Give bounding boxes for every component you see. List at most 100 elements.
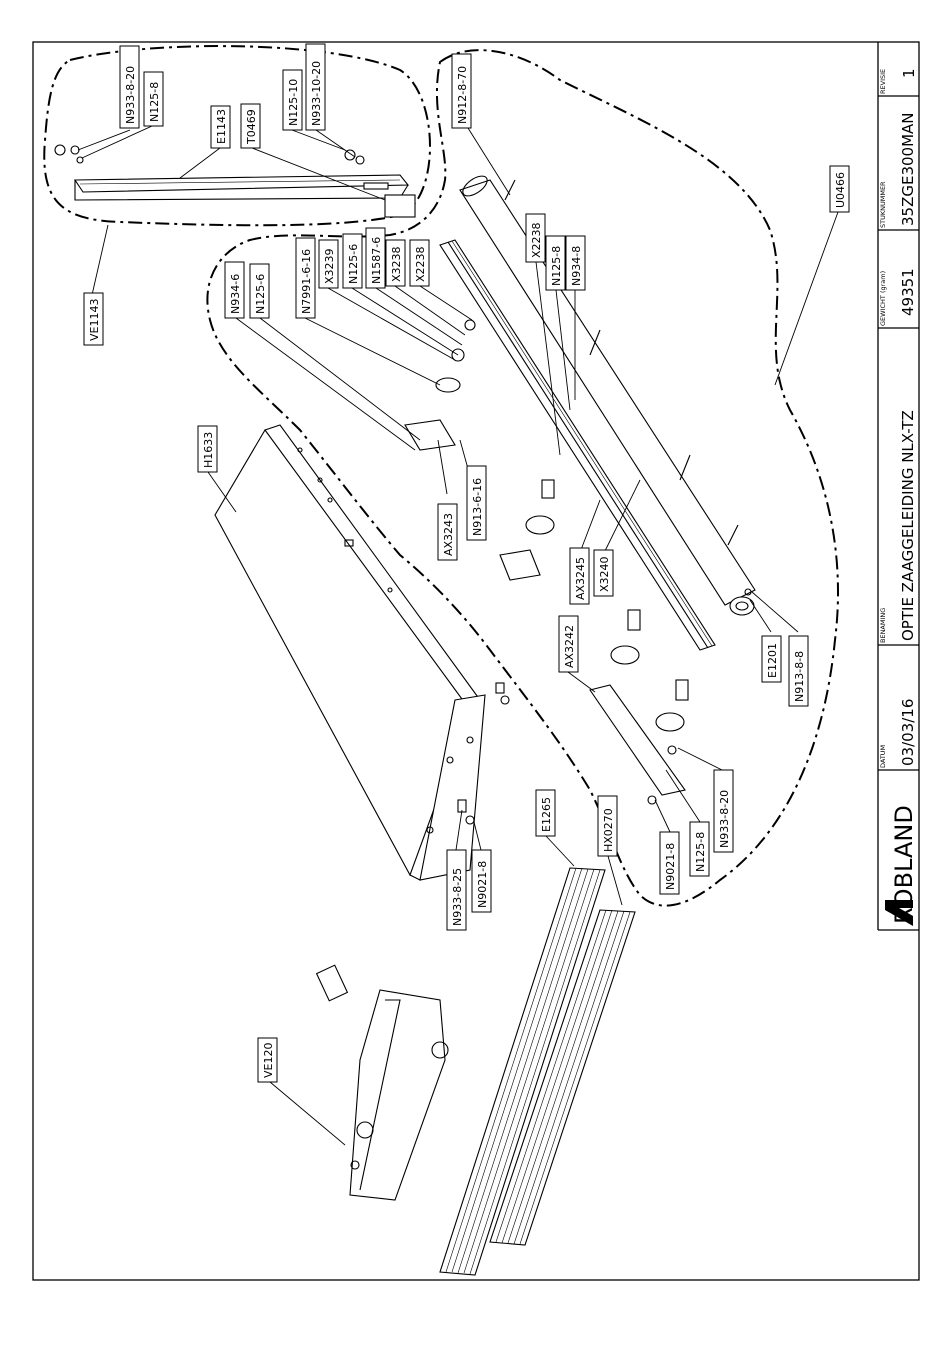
label-x2238-right: X2238 xyxy=(525,213,546,263)
benaming-label: BENAMING xyxy=(879,608,887,643)
svg-text:N933-8-20: N933-8-20 xyxy=(718,790,731,848)
svg-text:N933-10-20: N933-10-20 xyxy=(310,61,323,126)
label-e1265: E1265 xyxy=(535,789,556,837)
svg-text:N912-8-70: N912-8-70 xyxy=(456,66,469,124)
datum-label: DATUM xyxy=(879,745,887,768)
benaming-value: OPTIE ZAAGGELEIDING NLX-TZ xyxy=(899,410,917,641)
svg-text:X2238: X2238 xyxy=(414,246,427,282)
part-x3240-profile xyxy=(439,239,716,651)
label-n125-6-right: N125-6 xyxy=(342,233,363,289)
label-ax3245: AX3245 xyxy=(569,547,590,605)
svg-text:N125-6: N125-6 xyxy=(254,274,267,314)
part-ax3243-bracket xyxy=(404,319,476,451)
svg-text:N1587-6: N1587-6 xyxy=(370,237,383,284)
label-h1633: H1633 xyxy=(197,425,218,473)
revisie-value: 1 xyxy=(900,68,918,78)
svg-text:N9021-8: N9021-8 xyxy=(664,843,677,890)
label-x2238-left: X2238 xyxy=(409,239,430,287)
label-x3240: X3240 xyxy=(593,549,614,597)
label-hx0270: HX0270 xyxy=(597,795,618,857)
label-n125-8-mid: N125-8 xyxy=(545,235,566,291)
title-block: ROBLAND DATUM 03/03/16 BENAMING OPTIE ZA… xyxy=(877,42,919,931)
label-n9021-8-lower: N9021-8 xyxy=(471,849,492,913)
svg-text:X2238: X2238 xyxy=(530,222,543,258)
svg-text:T0469: T0469 xyxy=(245,109,258,145)
svg-text:N933-8-25: N933-8-25 xyxy=(451,868,464,926)
svg-text:VE120: VE120 xyxy=(262,1043,275,1078)
gewicht-label: GEWICHT (gram) xyxy=(879,271,887,326)
label-ve120: VE120 xyxy=(257,1037,278,1083)
svg-text:N913-6-16: N913-6-16 xyxy=(471,478,484,536)
drawing-frame xyxy=(32,41,920,1281)
svg-text:N934-6: N934-6 xyxy=(229,274,242,314)
robland-logo xyxy=(885,900,913,926)
part-ve120-carriage xyxy=(315,964,449,1201)
label-n1587-6: N1587-6 xyxy=(365,227,386,289)
label-ax3242: AX3242 xyxy=(558,615,579,673)
label-n125-10: N125-10 xyxy=(282,69,303,131)
label-u0466: U0466 xyxy=(829,165,850,213)
svg-text:X3240: X3240 xyxy=(598,556,611,592)
label-ax3243: AX3243 xyxy=(437,503,458,561)
label-n933-8-20-lower: N933-8-20 xyxy=(713,769,734,853)
label-e1201: E1201 xyxy=(761,635,782,683)
label-n933-8-25: N933-8-25 xyxy=(446,849,467,931)
svg-text:AX3242: AX3242 xyxy=(563,625,576,668)
label-n913-6-16: N913-6-16 xyxy=(466,465,487,541)
svg-text:N9021-8: N9021-8 xyxy=(476,861,489,908)
part-u0466-tube xyxy=(459,175,756,616)
label-n125-8-lower: N125-8 xyxy=(689,821,710,877)
part-ax3245-assembly xyxy=(499,479,555,581)
stuknummer-value: 35ZGE300MAN xyxy=(899,112,917,226)
svg-text:N7991-6-16: N7991-6-16 xyxy=(300,249,313,314)
part-e1143-bar xyxy=(54,144,416,218)
label-n933-8-20-top: N933-8-20 xyxy=(119,45,140,129)
svg-text:E1201: E1201 xyxy=(766,643,779,678)
label-ve1143: VE1143 xyxy=(83,292,104,346)
svg-text:N125-6: N125-6 xyxy=(347,244,360,284)
part-ax3242-assembly xyxy=(589,609,689,796)
svg-text:AX3243: AX3243 xyxy=(442,513,455,556)
svg-text:HX0270: HX0270 xyxy=(602,808,615,852)
label-n913-8-8: N913-8-8 xyxy=(788,635,809,707)
part-n912-bolts xyxy=(504,179,739,546)
part-hx0270-extrusion xyxy=(489,909,636,1246)
svg-text:VE1143: VE1143 xyxy=(88,299,101,341)
gewicht-value: 49351 xyxy=(899,268,917,316)
part-e1265-extrusion xyxy=(439,867,606,1276)
svg-text:N934-8: N934-8 xyxy=(570,246,583,286)
label-n934-8: N934-8 xyxy=(565,235,586,291)
svg-text:N933-8-20: N933-8-20 xyxy=(124,66,137,124)
svg-text:X3238: X3238 xyxy=(390,246,403,282)
svg-text:N125-8: N125-8 xyxy=(148,82,161,122)
label-n125-6-left: N125-6 xyxy=(249,263,270,319)
svg-text:N125-8: N125-8 xyxy=(550,246,563,286)
svg-text:E1265: E1265 xyxy=(540,797,553,832)
label-n933-10-20: N933-10-20 xyxy=(305,43,326,131)
svg-text:H1633: H1633 xyxy=(202,432,215,468)
subassembly-outline-ve1143 xyxy=(43,45,431,227)
label-n912-8-70: N912-8-70 xyxy=(451,53,472,129)
label-x3239: X3239 xyxy=(318,239,339,289)
svg-text:U0466: U0466 xyxy=(834,172,847,208)
svg-text:N913-8-8: N913-8-8 xyxy=(793,651,806,702)
label-n934-6: N934-6 xyxy=(224,261,245,319)
svg-text:X3239: X3239 xyxy=(323,248,336,284)
svg-text:N125-10: N125-10 xyxy=(287,79,300,126)
subassembly-outline-u0466 xyxy=(206,49,839,907)
part-h1633-plate xyxy=(214,424,486,881)
stuknummer-label: STUKNUMMER xyxy=(879,181,887,228)
revisie-label: REVISIE xyxy=(879,69,887,94)
svg-text:N125-8: N125-8 xyxy=(694,832,707,872)
datum-value: 03/03/16 xyxy=(899,699,917,766)
label-n7991-6-16: N7991-6-16 xyxy=(295,237,316,319)
label-x3238: X3238 xyxy=(385,239,406,287)
svg-text:E1143: E1143 xyxy=(215,109,228,144)
label-t0469: T0469 xyxy=(240,103,261,149)
label-n9021-8-right: N9021-8 xyxy=(659,831,680,895)
svg-text:AX3245: AX3245 xyxy=(574,557,587,600)
label-e1143: E1143 xyxy=(210,105,231,149)
label-n125-8-top: N125-8 xyxy=(143,71,164,127)
leader-lines xyxy=(77,125,839,1146)
